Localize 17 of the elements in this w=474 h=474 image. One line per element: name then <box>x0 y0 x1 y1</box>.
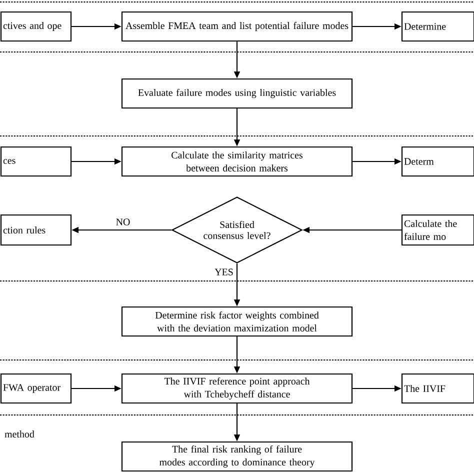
process-box: Calculate the failure mo <box>401 214 474 246</box>
note-label: method <box>4 430 34 438</box>
process-box: ctives and ope <box>0 11 72 42</box>
process-box: Evaluate failure modes using linguistic variables <box>121 78 353 109</box>
process-box: Determ <box>401 146 474 177</box>
process-box: Calculate the similarity matrices between decision makers <box>121 146 353 177</box>
process-box: The final risk ranking of failure modes according to dominance theory <box>121 441 353 472</box>
process-box: FWA operator <box>0 373 72 404</box>
process-box: ces <box>0 146 72 177</box>
process-box: The IIVIF reference point approach with Tchebycheff distance <box>121 373 353 404</box>
process-box: ction rules <box>0 214 72 246</box>
edge-label: YES <box>214 268 233 276</box>
process-box: Determine <box>401 11 474 42</box>
process-box: Assemble FMEA team and list potential failure modes <box>121 11 353 42</box>
process-box: The IIVIF <box>401 373 474 404</box>
edge-label: NO <box>116 218 130 226</box>
process-box: Determine risk factor weights combined with the deviation maximization model <box>121 306 353 337</box>
